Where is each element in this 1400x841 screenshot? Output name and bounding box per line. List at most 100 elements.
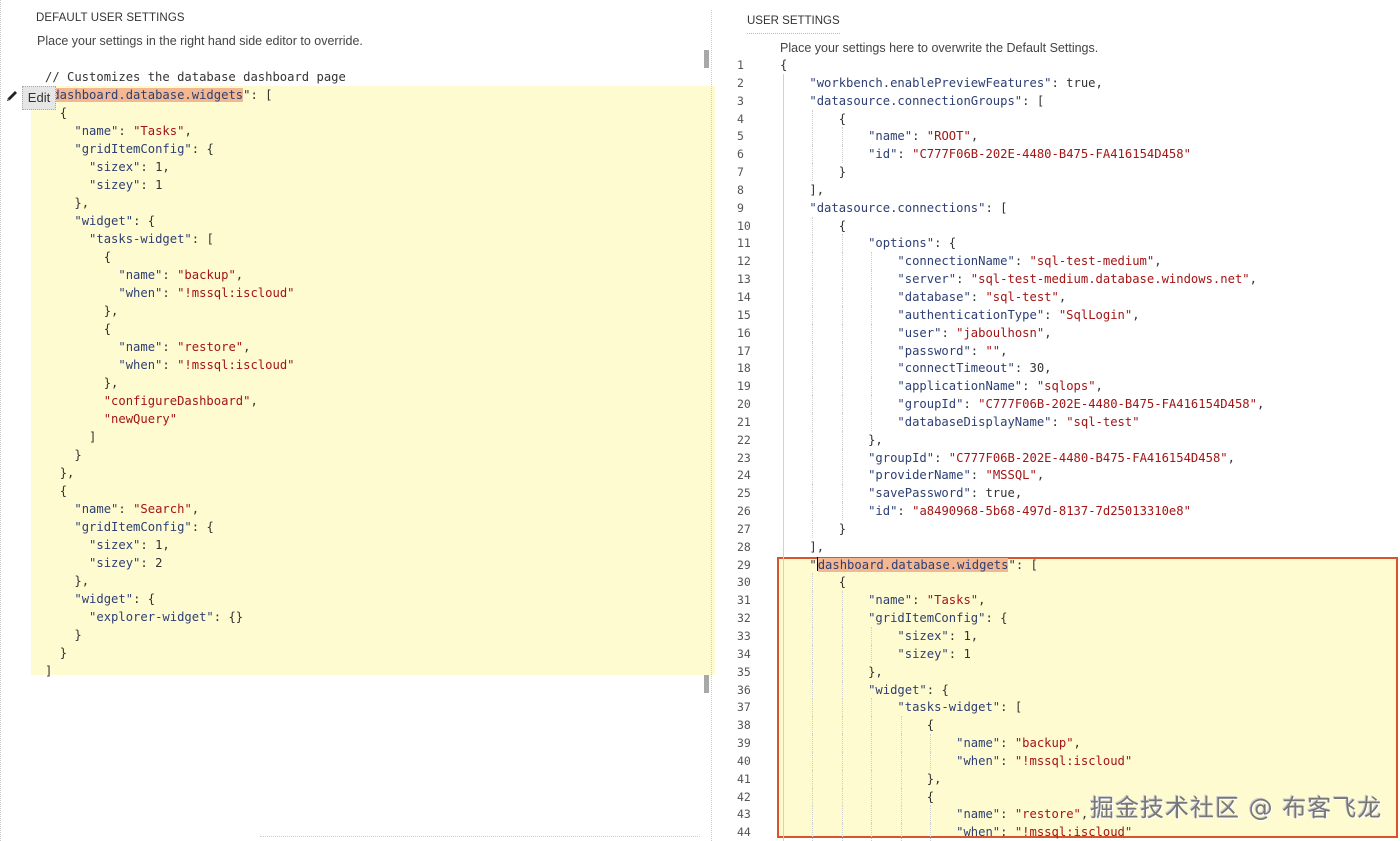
code-line: "when": "!mssql:iscloud" [45,284,294,302]
json-key: "explorer-widget" [89,610,214,624]
highlighted-setting-block [31,86,715,675]
indent-guide [900,734,902,753]
default-settings-code: "dashboard.database.widgets": [ { "name"… [45,86,295,680]
indent-guide [812,484,814,503]
code-line: 8 ], [716,180,1400,199]
line-content: "user": "jaboulhosn", [780,324,1052,342]
indent-guide [841,252,843,271]
indent-guide [841,305,843,324]
json-key: "name" [956,807,1001,822]
indent-guide [812,252,814,271]
indent-guide [783,555,784,574]
json-key: "sizex" [89,160,141,174]
json-key: "connectionName" [897,254,1015,269]
line-number: 24 [737,468,751,483]
indent-guide [812,305,814,324]
json-punctuation: , [250,394,258,408]
indent-guide [871,305,873,324]
code-line: 35 }, [716,662,1400,681]
code-line: 7 } [716,163,1400,182]
json-string: "configureDashboard" [103,394,251,408]
code-line: 33 "sizex": 1, [716,627,1400,645]
json-punctuation: , [1044,325,1052,340]
json-key: "name" [118,340,163,354]
indent-guide [783,91,784,110]
json-punctuation: , [1227,450,1235,465]
json-string: "C777F06B-202E-4480-B475-FA416154D458" [912,147,1191,162]
code-line: 14 "database": "sql-test", [716,287,1400,306]
json-punctuation: , [1154,254,1162,269]
code-line: } [45,626,295,644]
indent-guide [812,466,814,485]
json-string: "SqlLogin" [1058,307,1133,322]
indent-guide [841,609,843,628]
json-string: "Tasks" [926,593,979,608]
scrollbar-thumb[interactable] [704,50,709,68]
json-string: "Search" [133,502,192,516]
line-content: "groupId": "C777F06B-202E-4480-B475-FA41… [780,449,1235,467]
json-key: "tasks-widget" [89,232,192,246]
indent-guide [783,163,784,182]
code-line: "sizey": 1 [45,176,295,194]
json-string: "MSSQL" [985,468,1037,483]
line-number: 33 [737,629,751,643]
text-cursor [816,556,818,571]
edit-setting-button[interactable]: Edit [22,86,56,110]
scrollbar-thumb-lower[interactable] [704,675,709,693]
json-key: "password" [897,343,971,358]
indent-guide [783,323,784,342]
json-punctuation: : { [191,142,214,156]
line-content: { [780,716,934,734]
indent-guide [812,823,814,841]
json-punctuation: : [963,397,979,412]
json-punctuation: { [103,250,112,264]
code-line: "name": "backup", [45,266,295,284]
indent-guide [783,537,784,556]
pane-splitter[interactable] [711,10,712,841]
code-line: 37 "tasks-widget": [ [716,698,1400,717]
json-punctuation: }, [103,304,119,318]
line-number: 26 [737,504,751,519]
line-number: 40 [737,753,751,768]
line-content: } [780,520,846,538]
json-key: "gridItemConfig" [74,142,192,156]
code-line: 34 "sizey": 1 [716,644,1400,663]
json-key: dashboard.database.widgets [52,88,244,102]
indent-guide [812,573,814,592]
indent-guide [783,662,784,681]
indent-guide [783,519,784,538]
json-key: "sizey" [897,646,949,661]
code-line: "widget": { [45,590,295,608]
json-punctuation: : 1, [140,538,170,552]
code-line: } [45,446,295,464]
json-punctuation: }, [103,376,119,390]
json-punctuation: : [956,272,971,287]
code-line: 31 "name": "Tasks", [716,591,1400,610]
indent-guide [783,627,784,645]
code-line: 19 "applicationName": "sqlops", [716,377,1400,396]
json-key: "providerName" [868,468,971,483]
code-line: 11 "options": { [716,234,1400,253]
indent-guide [783,751,784,770]
json-string: "C777F06B-202E-4480-B475-FA416154D458" [948,450,1228,465]
json-punctuation: { [838,575,847,590]
json-punctuation: }, [59,466,75,480]
code-line: 21 "databaseDisplayName": "sql-test" [716,412,1400,431]
user-settings-editor[interactable]: 1{2 "workbench.enablePreviewFeatures": t… [716,56,1400,841]
indent-guide [783,145,784,164]
indent-guide [812,145,814,164]
json-punctuation: } [838,165,847,180]
default-settings-pane: DEFAULT USER SETTINGS Place your setting… [5,12,715,837]
pencil-icon[interactable] [5,89,19,103]
json-punctuation: : [1000,753,1015,768]
indent-guide [930,805,931,824]
indent-guide [812,359,814,378]
json-string: "sql-test-medium" [1029,254,1155,269]
json-punctuation: } [74,628,82,642]
code-line: "name": "Tasks", [45,122,295,140]
json-punctuation: : [118,502,134,516]
indent-guide [783,805,784,824]
line-content: "server": "sql-test-medium.database.wind… [780,270,1257,288]
indent-guide [783,734,784,753]
line-content: "when": "!mssql:iscloud" [780,823,1132,841]
